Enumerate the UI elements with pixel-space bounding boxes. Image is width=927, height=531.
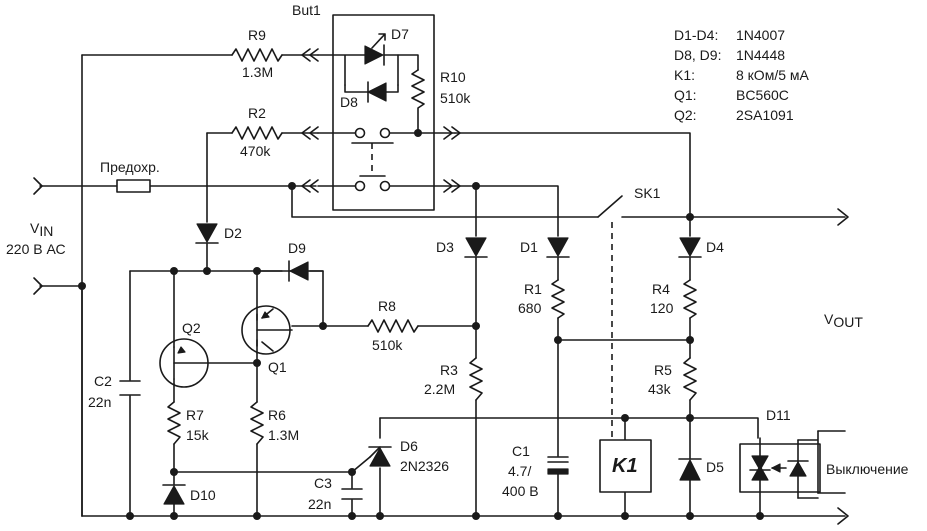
- r8-name: R8: [378, 298, 396, 314]
- capacitor-c3: [341, 488, 363, 500]
- vin-label: VIN: [30, 220, 53, 239]
- diode-d9: [288, 260, 309, 282]
- r10-value: 510k: [440, 90, 471, 106]
- resistor-r9: [231, 48, 283, 62]
- switch-sk1: [597, 195, 623, 440]
- r6-name: R6: [268, 407, 286, 423]
- r2-name: R2: [248, 105, 266, 121]
- r2-value: 470k: [240, 143, 271, 159]
- relay-k1: [599, 439, 652, 493]
- resistor-r1: [551, 279, 565, 319]
- r5-name: R5: [654, 362, 672, 378]
- resistor-r5: [683, 357, 697, 401]
- d6-name: D6: [400, 438, 418, 454]
- diode-d2: [195, 223, 219, 244]
- r1-name: R1: [524, 281, 542, 297]
- d8-label: D8: [340, 94, 358, 110]
- parts-ref: K1:: [674, 67, 695, 83]
- capacitor-c1: [547, 456, 569, 475]
- fuse: [116, 179, 151, 193]
- c2-value: 22n: [88, 394, 111, 410]
- r8-value: 510k: [372, 337, 403, 353]
- r10-name: R10: [440, 69, 466, 85]
- diode-d5: [678, 458, 702, 481]
- off-label: Выключение: [826, 461, 909, 477]
- d4-label: D4: [706, 239, 724, 255]
- c2-name: C2: [94, 373, 112, 389]
- transistor-q2: [159, 338, 209, 388]
- q2-label: Q2: [182, 320, 201, 336]
- r1-value: 680: [518, 300, 542, 316]
- sk1-label: SK1: [634, 185, 661, 201]
- c3-value: 22n: [308, 496, 331, 512]
- parts-value: 2SA1091: [736, 107, 794, 123]
- resistor-r4: [683, 279, 697, 319]
- triac-optocoupler-d11: [739, 430, 821, 499]
- d6-value: 2N2326: [400, 458, 449, 474]
- d5-label: D5: [706, 459, 724, 475]
- input-arrows: [33, 177, 43, 295]
- d11-label: D11: [766, 407, 791, 423]
- c3-name: C3: [314, 475, 332, 491]
- thyristor-d6: [368, 446, 392, 467]
- d7-label: D7: [391, 26, 409, 42]
- r9-name: R9: [248, 27, 266, 43]
- resistor-r8: [367, 319, 419, 333]
- junction-dots: [78, 182, 764, 520]
- r6-value: 1.3M: [268, 427, 299, 443]
- diode-d10: [162, 484, 186, 505]
- vin-voltage: 220 В АС: [6, 241, 66, 257]
- c1-value-2: 400 В: [502, 483, 539, 499]
- r7-value: 15k: [186, 427, 210, 443]
- button-but1: [317, 14, 456, 211]
- vout-label: VOUT: [824, 311, 863, 330]
- r4-value: 120: [650, 300, 674, 316]
- transistor-q1: [241, 305, 293, 355]
- d10-label: D10: [190, 487, 216, 503]
- r3-name: R3: [440, 362, 458, 378]
- but1-label: But1: [292, 2, 321, 18]
- d2-label: D2: [224, 225, 242, 241]
- d9-label: D9: [288, 240, 306, 256]
- connector-chevrons: [301, 48, 461, 193]
- parts-ref: D8, D9:: [674, 47, 721, 63]
- parts-ref: D1-D4:: [674, 27, 718, 43]
- parts-ref: Q1:: [674, 87, 697, 103]
- r9-value: 1.3M: [242, 64, 273, 80]
- d3-label: D3: [436, 239, 454, 255]
- resistor-r6: [250, 401, 264, 445]
- c1-name: C1: [512, 443, 530, 459]
- wires: [39, 54, 846, 517]
- fuse-label: Предохр.: [100, 159, 160, 175]
- capacitor-c2: [119, 380, 141, 396]
- parts-ref: Q2:: [674, 107, 697, 123]
- diode-d4: [678, 237, 702, 258]
- r5-value: 43k: [648, 381, 672, 397]
- resistor-r3: [469, 357, 483, 401]
- parts-value: BC560C: [736, 87, 789, 103]
- r3-value: 2.2M: [424, 381, 455, 397]
- c1-value-1: 4.7/: [508, 463, 531, 479]
- d1-label: D1: [520, 239, 538, 255]
- resistor-r2: [231, 126, 283, 140]
- parts-value: 8 кОм/5 мА: [736, 67, 810, 83]
- r4-name: R4: [652, 281, 670, 297]
- parts-value: 1N4007: [736, 27, 785, 43]
- parts-list: D1-D4: 1N4007 D8, D9: 1N4448 K1: 8 кОм/5…: [674, 27, 810, 123]
- q1-label: Q1: [268, 359, 287, 375]
- resistor-r7: [167, 401, 181, 445]
- output-arrows: [837, 208, 849, 525]
- k1-label: K1: [612, 455, 638, 477]
- diode-d1: [546, 237, 570, 258]
- component-labels: But1 R9 1.3M D7 D8 R10 510k R2 470k Пред…: [6, 2, 909, 512]
- diode-d3: [464, 237, 488, 258]
- parts-value: 1N4448: [736, 47, 785, 63]
- r7-name: R7: [186, 407, 204, 423]
